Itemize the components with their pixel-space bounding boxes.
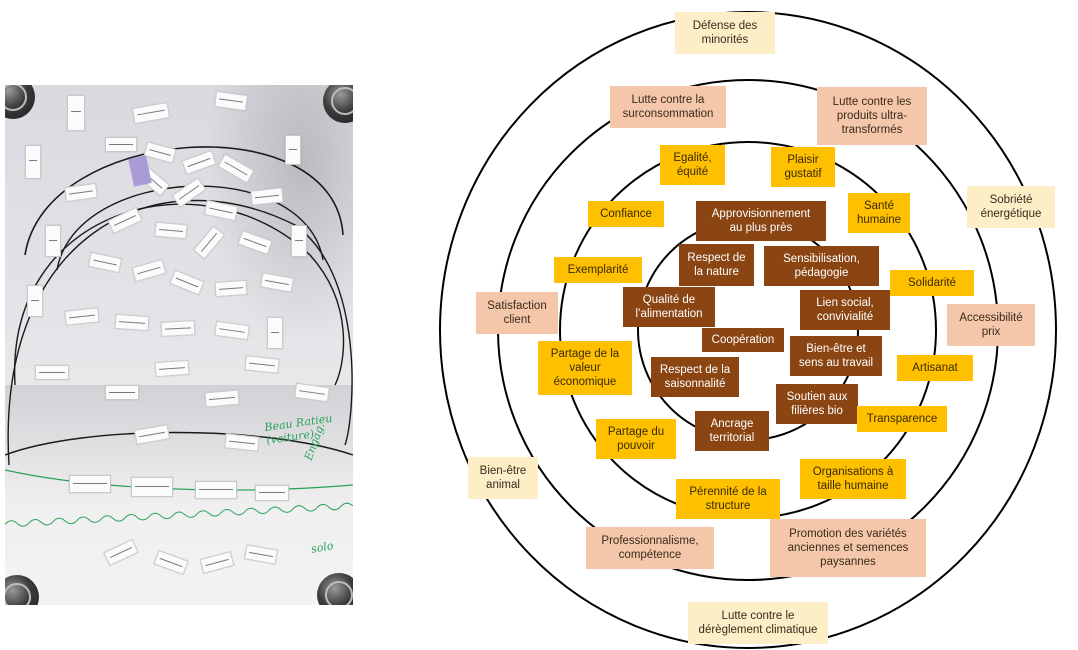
paper-card [154, 221, 188, 240]
value-label: Artisanat [897, 355, 973, 381]
value-label: Plaisir gustatif [771, 147, 835, 187]
value-label: Respect de la saisonnalité [651, 357, 739, 397]
paper-card [69, 475, 111, 493]
paper-card [255, 485, 289, 501]
value-label: Confiance [588, 201, 664, 227]
paper-card [25, 145, 41, 179]
paper-card [160, 320, 196, 337]
value-label: Approvisionnement au plus près [696, 201, 826, 241]
value-label: Professionnalisme, compétence [586, 527, 714, 569]
value-label: Lutte contre les produits ultra- transfo… [817, 87, 927, 145]
paper-card [131, 477, 173, 497]
value-label: Sensibilisation, pédagogie [764, 246, 879, 286]
values-circle-diagram: Approvisionnement au plus près Respect d… [420, 0, 1078, 650]
value-label: Sobriété énergétique [967, 186, 1055, 228]
paper-card [267, 317, 283, 349]
paper-card [27, 285, 43, 317]
paper-card [114, 313, 150, 332]
value-label: Accessibilité prix [947, 304, 1035, 346]
value-label: Lien social, convivialité [800, 290, 890, 330]
value-label: Bien-être animal [468, 457, 538, 499]
value-label: Bien-être et sens au travail [790, 336, 882, 376]
value-label: Satisfaction client [476, 292, 558, 334]
value-label: Lutte contre la surconsommation [610, 86, 726, 128]
paper-card [195, 481, 237, 499]
value-label: Respect de la nature [679, 244, 754, 286]
workshop-photo: Beau Ratieu (voiture) Engag. solo [5, 85, 353, 605]
value-label: Ancrage territorial [695, 411, 769, 451]
value-label: Solidarité [890, 270, 974, 296]
paper-card [204, 389, 240, 408]
value-label: Promotion des variétés anciennes et seme… [770, 519, 926, 577]
value-label: Exemplarité [554, 257, 642, 283]
value-label: Défense des minorités [675, 12, 775, 54]
paper-card [67, 95, 85, 131]
paper-card [105, 385, 139, 400]
value-label: Pérennité de la structure [676, 479, 780, 519]
value-label: Coopération [702, 328, 784, 352]
value-label: Santé humaine [848, 193, 910, 233]
value-label: Egalité, équité [660, 145, 725, 185]
jar-bottom-right [317, 573, 353, 605]
value-label: Organisations à taille humaine [800, 459, 906, 499]
paper-card [35, 365, 69, 380]
paper-card [45, 225, 61, 257]
paper-card [154, 359, 190, 378]
value-label: Partage du pouvoir [596, 419, 676, 459]
paper-card [214, 279, 248, 298]
paper-card [285, 135, 301, 165]
value-label: Qualité de l’alimentation [623, 287, 715, 327]
photo-shadow [5, 385, 353, 505]
value-label: Partage de la valeur économique [538, 341, 632, 395]
paper-card [105, 137, 137, 152]
paper-card [291, 225, 307, 257]
value-label: Transparence [857, 406, 947, 432]
value-label: Soutien aux filières bio [776, 384, 858, 424]
value-label: Lutte contre le dérèglement climatique [688, 602, 828, 644]
